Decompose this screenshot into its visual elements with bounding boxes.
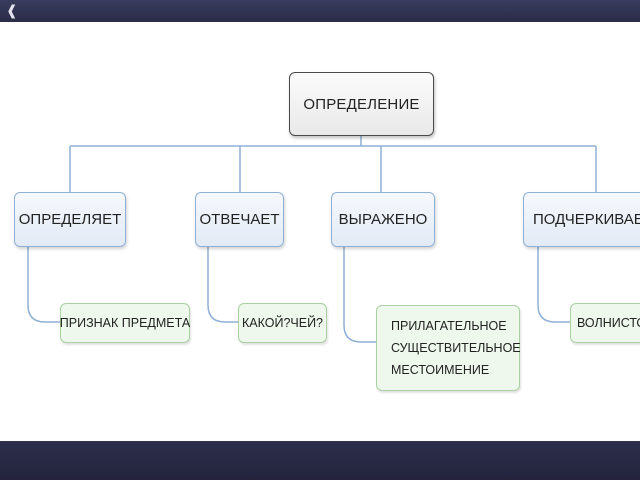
bottom-frame-band [0,441,640,480]
slide-corner-icon: ❰ [6,2,18,18]
leaf-line-adjective: ПРИЛАГАТЕЛЬНОЕ [391,319,507,333]
connector-leaf-1 [27,247,60,323]
category-node-answers: ОТВЕЧАЕТ [195,192,284,247]
leaf-line-noun: СУЩЕСТВИТЕЛЬНОЕ [391,341,521,355]
root-node-definition: ОПРЕДЕЛЕНИЕ [289,72,434,136]
leaf-line-pronoun: МЕСТОИМЕНИЕ [391,363,490,377]
slide-canvas: ОПРЕДЕЛЕНИЕ ОПРЕДЕЛЯЕТ ОТВЕЧАЕТ ВЫРАЖЕНО… [0,22,640,441]
connector-leaf-3 [343,247,376,343]
top-frame-band: ❰ [0,0,640,22]
connector-leaf-4 [537,247,570,323]
category-node-defines: ОПРЕДЕЛЯЕТ [14,192,126,247]
connector-lines [27,136,597,343]
category-node-underlines: ПОДЧЕРКИВАЕТ [523,192,640,247]
leaf-node-parts-of-speech: ПРИЛАГАТЕЛЬНОЕ СУЩЕСТВИТЕЛЬНОЕ МЕСТОИМЕН… [376,305,521,391]
leaf-node-which-whose: КАКОЙ?ЧЕЙ? [238,303,327,343]
category-node-expressed: ВЫРАЖЕНО [331,192,435,247]
connector-leaf-2 [207,247,238,323]
leaf-node-wavy: ВОЛНИСТОЙ [570,303,640,343]
leaf-node-attribute: ПРИЗНАК ПРЕДМЕТА [60,303,190,343]
